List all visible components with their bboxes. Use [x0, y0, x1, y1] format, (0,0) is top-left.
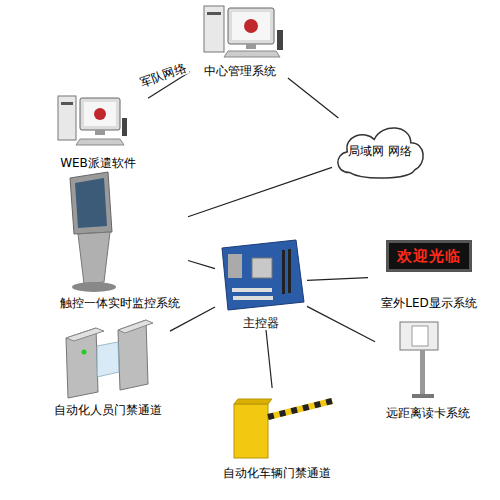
- edge-label: 军队网络: [136, 60, 190, 90]
- pc-tower: [58, 96, 76, 140]
- pc-screen: [232, 12, 270, 40]
- connector: [266, 330, 272, 388]
- kiosk: [70, 172, 116, 292]
- gate-top: [66, 328, 104, 341]
- pc-drive: [61, 102, 73, 105]
- connector: [170, 307, 215, 331]
- card-reader: [400, 322, 438, 398]
- connector-line: [307, 306, 375, 341]
- cloud-shape: [338, 128, 423, 178]
- kiosk-screen: [75, 178, 107, 228]
- arm-stripes: [268, 401, 332, 417]
- reader-pole: [420, 350, 425, 396]
- connector-line: [266, 330, 272, 388]
- ram-slot: [282, 250, 285, 294]
- led-display-node: 欢迎光临室外LED显示系统: [368, 240, 490, 310]
- led-sign-text: 欢迎光临: [386, 240, 472, 272]
- pc-drive: [207, 12, 221, 15]
- connector: [188, 260, 215, 268]
- connector: [288, 78, 338, 118]
- barrier-cabinet: [234, 404, 268, 458]
- device-label: 中心管理系统: [204, 64, 276, 78]
- pc-tower: [204, 6, 224, 52]
- pc-monitor: [228, 8, 274, 44]
- device-label: 远距离读卡系统: [386, 406, 470, 420]
- device-node: 中心管理系统: [190, 2, 290, 78]
- device-label: 室外LED显示系统: [381, 296, 477, 310]
- connector: [188, 167, 332, 216]
- cpu-socket: [252, 258, 272, 278]
- device-node: 自动化人员门禁通道: [45, 312, 170, 417]
- screen-logo: [244, 19, 258, 33]
- device-node: WEB派遣软件: [48, 90, 148, 170]
- device-label: 触控一体实时监控系统: [60, 296, 180, 310]
- barrier-arm: [268, 401, 332, 417]
- connector: [307, 278, 368, 281]
- device-node: 自动化车辆门禁通道: [218, 388, 336, 480]
- network-cloud: 局域网 网络: [332, 118, 428, 184]
- barrier-top: [234, 399, 272, 404]
- screen-logo: [94, 108, 106, 120]
- io-ports: [228, 254, 242, 278]
- pci-slot: [232, 288, 272, 292]
- turnstile: [66, 320, 153, 398]
- device-label: 主控器: [243, 316, 279, 330]
- device-node: 远距离读卡系统: [375, 318, 480, 420]
- monitor-stand: [95, 130, 105, 135]
- kiosk-head: [70, 172, 112, 234]
- device-label: WEB派遣软件: [60, 156, 136, 170]
- connector-line: [188, 260, 215, 268]
- device-node: 主控器: [215, 235, 307, 330]
- reader-head: [400, 322, 438, 350]
- connector-line: [307, 278, 368, 281]
- pc-screen: [84, 102, 116, 126]
- connector: [307, 306, 375, 341]
- pci-slot: [233, 296, 273, 300]
- pc-keyboard: [224, 51, 280, 57]
- pc-speaker: [122, 118, 127, 136]
- gate-top: [118, 320, 153, 333]
- device-label: 自动化人员门禁通道: [54, 403, 162, 417]
- reader-panel: [412, 326, 428, 346]
- pc-keyboard: [76, 139, 124, 145]
- kiosk-body: [78, 232, 110, 284]
- device-node: 触控一体实时监控系统: [52, 170, 188, 310]
- center-computer: [204, 6, 283, 57]
- connector-line: [170, 307, 215, 331]
- pc-speaker: [277, 30, 283, 50]
- ram-slot: [288, 249, 291, 293]
- device-label: 自动化车辆门禁通道: [223, 466, 331, 480]
- monitor-stand: [246, 44, 256, 49]
- gate-flap: [97, 342, 119, 377]
- vehicle-barrier: [234, 399, 332, 458]
- device-label: 局域网 网络: [348, 144, 412, 158]
- web-computer: [58, 96, 127, 145]
- connector-line: [288, 78, 338, 118]
- motherboard: [222, 240, 304, 310]
- reader-base: [412, 394, 434, 398]
- pc-monitor: [80, 98, 120, 130]
- gate-light: [82, 350, 87, 355]
- connector-line: [188, 167, 332, 216]
- kiosk-base: [72, 282, 116, 292]
- board: [222, 240, 304, 310]
